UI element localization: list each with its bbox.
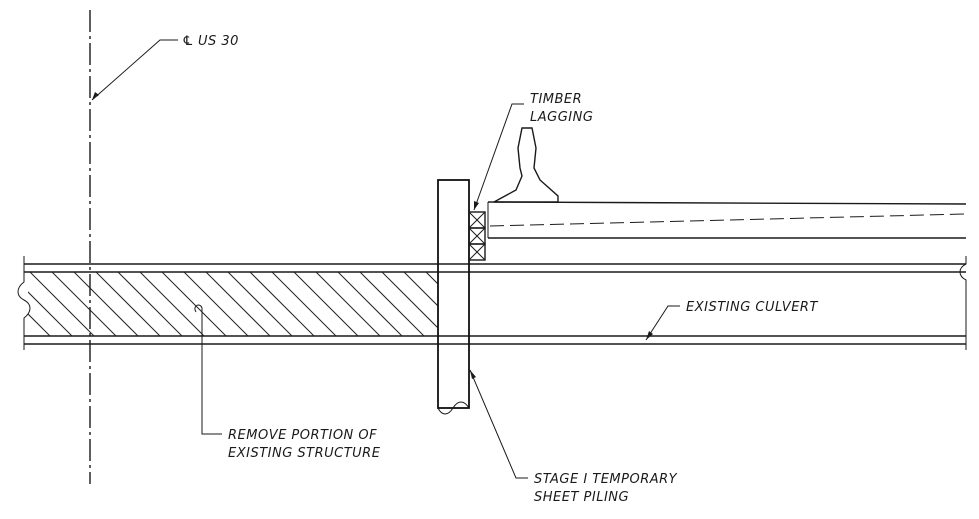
centerline-leader <box>91 39 178 101</box>
remove-portion-label-line2: EXISTING STRUCTURE <box>228 446 381 461</box>
hatch-line <box>403 272 438 307</box>
sheet-piling-break <box>437 401 470 415</box>
removal-zone-hatch <box>28 272 556 336</box>
hatch-line <box>492 272 556 336</box>
hatch-line <box>139 272 205 336</box>
hatch-line <box>337 272 403 336</box>
hatch-line <box>161 272 227 336</box>
hatch-line <box>359 272 425 336</box>
hatch-line <box>29 272 95 336</box>
pavement-profile-dashed <box>489 213 967 227</box>
hatch-line <box>448 272 512 336</box>
pavement-top-line <box>487 201 967 205</box>
hatch-line <box>28 313 51 336</box>
hatch-line <box>381 272 438 329</box>
right-break-symbol <box>959 256 967 350</box>
sheet-piling <box>437 179 470 409</box>
temporary-barrier <box>493 127 559 203</box>
hatch-line <box>117 272 183 336</box>
centerline-leader-arrowhead <box>92 92 99 100</box>
hatch-line <box>205 272 271 336</box>
timber-lagging-label-line1: TIMBER <box>530 92 582 107</box>
hatch-line <box>51 272 117 336</box>
hatch-line <box>95 272 161 336</box>
timber-lagging-label-line2: LAGGING <box>530 110 593 125</box>
timber-lagging-leader-clean <box>473 103 524 211</box>
hatch-line <box>293 272 359 336</box>
existing-culvert-leader <box>645 305 680 341</box>
centerline-road-label: US 30 <box>198 34 239 49</box>
sheet-piling-label-line2: SHEET PILING <box>534 490 629 505</box>
hatch-line <box>227 272 293 336</box>
hatch-line <box>425 272 438 285</box>
sheet-piling-arrowhead <box>470 370 476 379</box>
sheet-piling-leader <box>469 369 528 479</box>
hatch-line <box>470 272 534 336</box>
hatch-line <box>28 291 73 336</box>
timber-lagging-arrowhead <box>474 201 479 210</box>
hatch-line <box>183 272 249 336</box>
left-break-symbol <box>17 256 31 350</box>
remove-portion-leader <box>194 304 222 435</box>
remove-portion-label-line1: REMOVE PORTION OF <box>228 428 377 443</box>
hatch-line <box>249 272 315 336</box>
hatch-line <box>315 272 381 336</box>
existing-culvert-label: EXISTING CULVERT <box>686 300 818 315</box>
centerline-symbol-label: ℄ <box>182 34 194 49</box>
timber-lagging <box>468 211 486 261</box>
hatch-line <box>271 272 337 336</box>
sheet-piling-label-line1: STAGE I TEMPORARY <box>534 472 678 487</box>
existing-culvert-arrowhead <box>646 331 653 340</box>
hatch-line <box>73 272 139 336</box>
